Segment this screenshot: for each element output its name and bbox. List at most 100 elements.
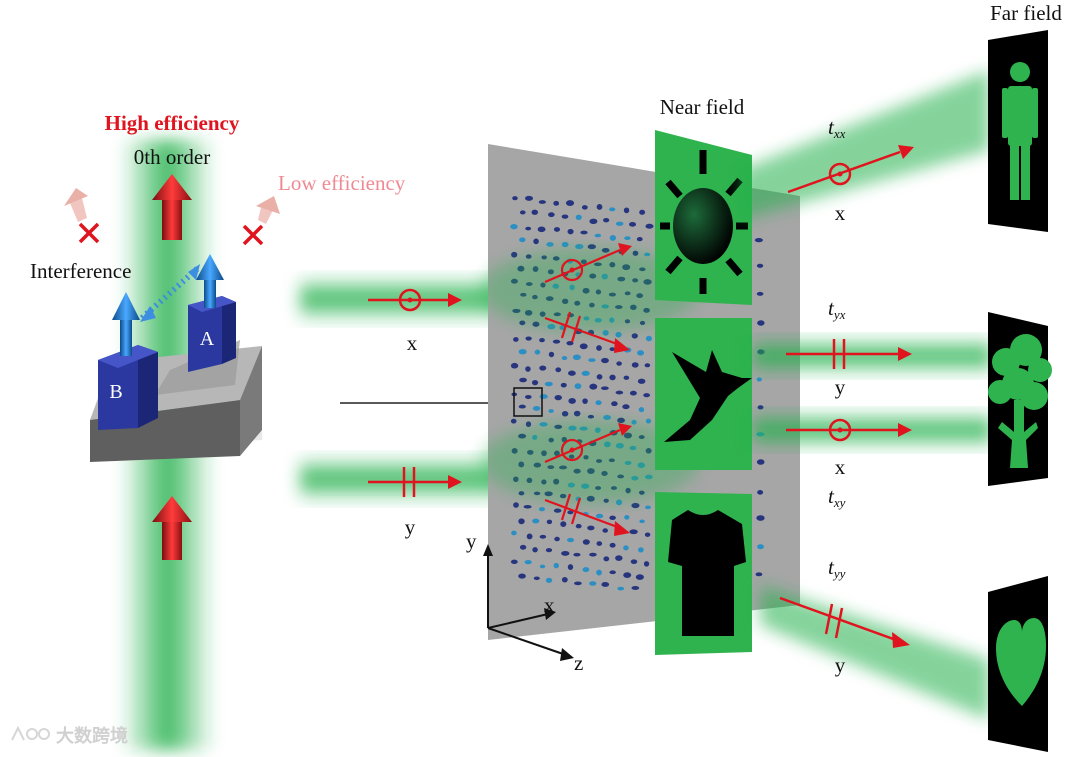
nanopillar (568, 398, 576, 404)
nanopillar (545, 577, 553, 583)
nanopillar (546, 242, 554, 247)
nanopillar (645, 223, 654, 229)
nanopillar (609, 515, 616, 521)
nanopillar (638, 407, 645, 413)
nanopillar (574, 581, 582, 586)
nanopillar (581, 370, 590, 376)
nanopillar (757, 320, 765, 326)
heart-icon (996, 618, 1046, 706)
nanopillar (568, 370, 576, 376)
nanopillar (624, 515, 630, 520)
nanopillar (573, 410, 581, 417)
output-4-arrow-icon (779, 596, 910, 648)
nanopillar (645, 418, 652, 424)
nanopillar (525, 336, 532, 341)
input-x-arrow-icon (368, 288, 462, 312)
nanopillar (537, 226, 546, 233)
nanopillar (525, 366, 531, 372)
nanopillar (518, 404, 526, 409)
zeroth-order-label: 0th order (134, 145, 210, 169)
unit-cell-box (513, 387, 543, 417)
nanopillar (757, 544, 764, 550)
nanopillar (616, 361, 622, 366)
nanopillar (574, 383, 582, 390)
nanopillar (756, 291, 764, 296)
nanopillar (603, 217, 610, 223)
nanopillar (623, 572, 632, 578)
internal-x-arrow-1-icon (544, 243, 632, 284)
nanopillar (510, 559, 518, 565)
nanopillar (512, 196, 518, 201)
zeroth-order-arrow-icon (152, 174, 192, 240)
output-beam-4 (760, 585, 990, 720)
nanopillar (603, 556, 610, 562)
nanopillar (532, 518, 540, 524)
nanopillar (575, 523, 582, 529)
pillar-a-arrow-icon (196, 254, 224, 308)
nanopillar (631, 333, 638, 339)
pillar-a-label: A (200, 328, 215, 350)
nanopillar (567, 510, 574, 515)
nanopillar (533, 576, 540, 581)
nanopillar (519, 237, 526, 243)
nanopillar (615, 390, 624, 395)
nanopillar (582, 567, 590, 573)
input-y-arrow-icon (368, 467, 462, 497)
nanopillar (553, 227, 561, 232)
nanopillar (635, 574, 644, 580)
pillar-a: A (188, 296, 236, 372)
nanopillar (629, 529, 638, 535)
nanopillar (644, 363, 651, 368)
nanopillar (609, 235, 616, 241)
nanopillar (615, 221, 624, 226)
output-4-polarization: y (835, 653, 846, 677)
nanopillar (524, 560, 532, 565)
nanopillar (756, 459, 765, 465)
nanopillar (596, 541, 603, 546)
nanopillar (602, 528, 609, 533)
nanopillar (548, 409, 554, 413)
nanopillar (581, 205, 588, 210)
nanopillar (553, 200, 560, 206)
internal-y-arrow-1-icon (544, 311, 630, 353)
output-beams: txx x tyx y x txy tyy (740, 70, 992, 720)
output-2-coef: tyx (828, 296, 846, 322)
output-1-polarization: x (835, 201, 846, 225)
output-beam-1 (740, 70, 990, 220)
nanopillar (637, 378, 646, 384)
nanopillar (534, 349, 541, 355)
nanopillar (561, 550, 570, 556)
nanopillar (617, 586, 625, 591)
nanopillar (523, 504, 532, 509)
axis-z-label: z (574, 651, 583, 675)
nanopillar (579, 343, 588, 350)
nanopillar (755, 572, 763, 577)
tshirt-icon (668, 510, 746, 636)
nanopillar (554, 536, 560, 542)
nanopillar (567, 228, 574, 235)
nanopillar (561, 576, 568, 583)
nanopillar (560, 521, 567, 528)
nanopillar (622, 404, 630, 410)
nanopillar (539, 564, 546, 569)
nanopillar (531, 209, 539, 215)
nanopillar (596, 345, 602, 351)
nanopillar (609, 347, 615, 352)
nanopillar (511, 251, 518, 258)
nanopillar (596, 203, 603, 210)
near-field-screen-hummingbird (655, 318, 752, 470)
nanopillar (525, 195, 534, 201)
nanopillar (628, 222, 637, 227)
nanopillar (555, 367, 562, 373)
internal-x-arrow-2-icon (544, 423, 632, 464)
nanopillar (645, 505, 651, 510)
nanopillar (638, 547, 644, 553)
nanopillar (548, 212, 555, 218)
nanopillar (757, 405, 764, 410)
nanopillar (544, 381, 553, 387)
nanopillar (603, 415, 612, 421)
high-efficiency-label: High efficiency (105, 111, 240, 135)
pillar-b: B (98, 345, 158, 430)
nanopillar (532, 547, 538, 553)
